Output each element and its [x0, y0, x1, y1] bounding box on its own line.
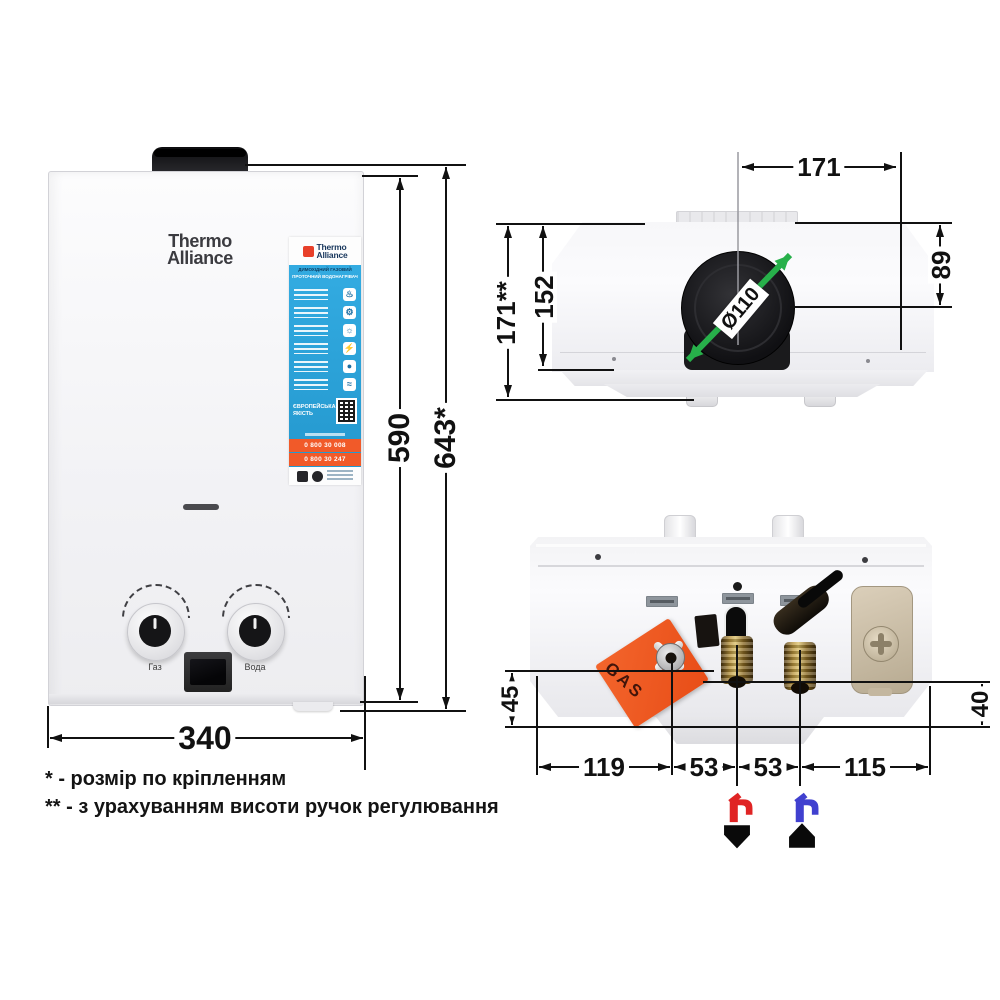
brand-logo: Thermo Alliance	[120, 231, 280, 269]
water-knob-label: Вода	[244, 662, 266, 672]
dim-front-width: 340	[174, 722, 236, 754]
screw	[595, 554, 601, 560]
brand-line2: Alliance	[167, 248, 233, 269]
dim-top-depth-body: 152	[529, 271, 559, 323]
power-icon: ⚡	[343, 341, 356, 355]
gas-knob	[139, 615, 171, 647]
water-in-arrow-icon	[789, 823, 815, 848]
sticker-brand-icon	[302, 245, 314, 257]
screw	[612, 357, 616, 361]
dim-front-height-mount: 643*	[429, 403, 462, 473]
water-knob	[239, 615, 271, 647]
safety-icon: ●	[343, 359, 356, 373]
sticker-product-type: ДИМОХІДНИЙ ГАЗОВИЙ ПРОТОЧНИЙ ВОДОНАГРІВА…	[292, 267, 358, 279]
sticker-feature-row: ≈	[289, 375, 361, 393]
gas-knob-label: Газ	[148, 662, 162, 672]
gas-inlet-label	[646, 596, 678, 607]
display-window	[184, 652, 232, 692]
qr-code	[335, 398, 357, 424]
front-bottom-edge	[49, 694, 361, 704]
product-sticker: Thermo Alliance ДИМОХІДНИЙ ГАЗОВИЙ ПРОТО…	[289, 237, 361, 485]
dim-bottom-115: 115	[840, 754, 890, 780]
sticker-brand: Thermo Alliance	[289, 237, 361, 265]
dim-bottom-53b: 53	[749, 754, 787, 780]
battery-cap-dial	[863, 626, 899, 662]
front-bottom-tab	[293, 702, 333, 711]
dim-top-flue-offset-y: 89	[926, 246, 956, 284]
cold-water-inlet-fitting	[784, 642, 816, 690]
dim-bottom-water-height: 40	[967, 686, 994, 722]
brand-line1: Thermo	[168, 231, 232, 251]
dim-top-depth-total: 171**	[491, 277, 521, 349]
water-outlet-label	[722, 593, 754, 604]
ignition-icon: ☼	[343, 323, 356, 337]
vent-slot	[183, 504, 219, 510]
sticker-feature-row: ☼	[289, 321, 361, 339]
water-flow-icon: ≈	[343, 377, 356, 391]
burner-icon: ⚙	[343, 305, 356, 319]
dark-port	[694, 613, 720, 649]
cert-mark-icon	[312, 470, 323, 482]
heat-exchanger-icon: ♨	[343, 287, 356, 301]
sticker-feature-row: ♨	[289, 285, 361, 303]
sticker-brand-line2: Alliance	[316, 250, 348, 260]
water-knob-base	[227, 603, 285, 661]
cert-mark-icon	[297, 470, 308, 482]
sticker-feature-row: ⚙	[289, 303, 361, 321]
sticker-brand-line1: Thermo	[316, 241, 347, 252]
sticker-small-text	[289, 429, 361, 439]
footnote-mounting: * - розмір по кріпленням	[45, 768, 287, 790]
top-front-edge	[560, 370, 928, 386]
hot-water-outlet-fitting	[721, 636, 753, 684]
dim-front-height-body: 590	[383, 408, 416, 468]
dim-bottom-119: 119	[579, 754, 629, 780]
sticker-feature-row: ⚡	[289, 339, 361, 357]
hotline-phone-2: 0 800 30 247	[289, 453, 361, 466]
screw	[866, 359, 870, 363]
water-out-arrow-icon	[724, 825, 750, 849]
sticker-feature-row: ●	[289, 357, 361, 375]
hotline-phone-1: 0 800 30 008	[289, 439, 361, 452]
sticker-cert-marks	[289, 467, 361, 485]
hot-water-faucet-icon	[728, 792, 753, 823]
footnote-knobs: ** - з урахуванням висоти ручок регулюва…	[45, 796, 499, 818]
dim-bottom-53a: 53	[685, 754, 723, 780]
drain-dot	[733, 582, 742, 591]
top-front-skirt	[603, 384, 881, 397]
cold-water-faucet-icon	[794, 792, 819, 823]
flue-pipe	[152, 147, 248, 174]
dim-top-flue-offset-x: 171	[793, 154, 845, 180]
gas-connection	[656, 643, 685, 672]
dim-bottom-gas-height: 45	[497, 681, 524, 717]
screw	[862, 557, 868, 563]
sticker-quality-block: ЄВРОПЕЙСЬКА ЯКІСТЬ	[289, 393, 361, 429]
